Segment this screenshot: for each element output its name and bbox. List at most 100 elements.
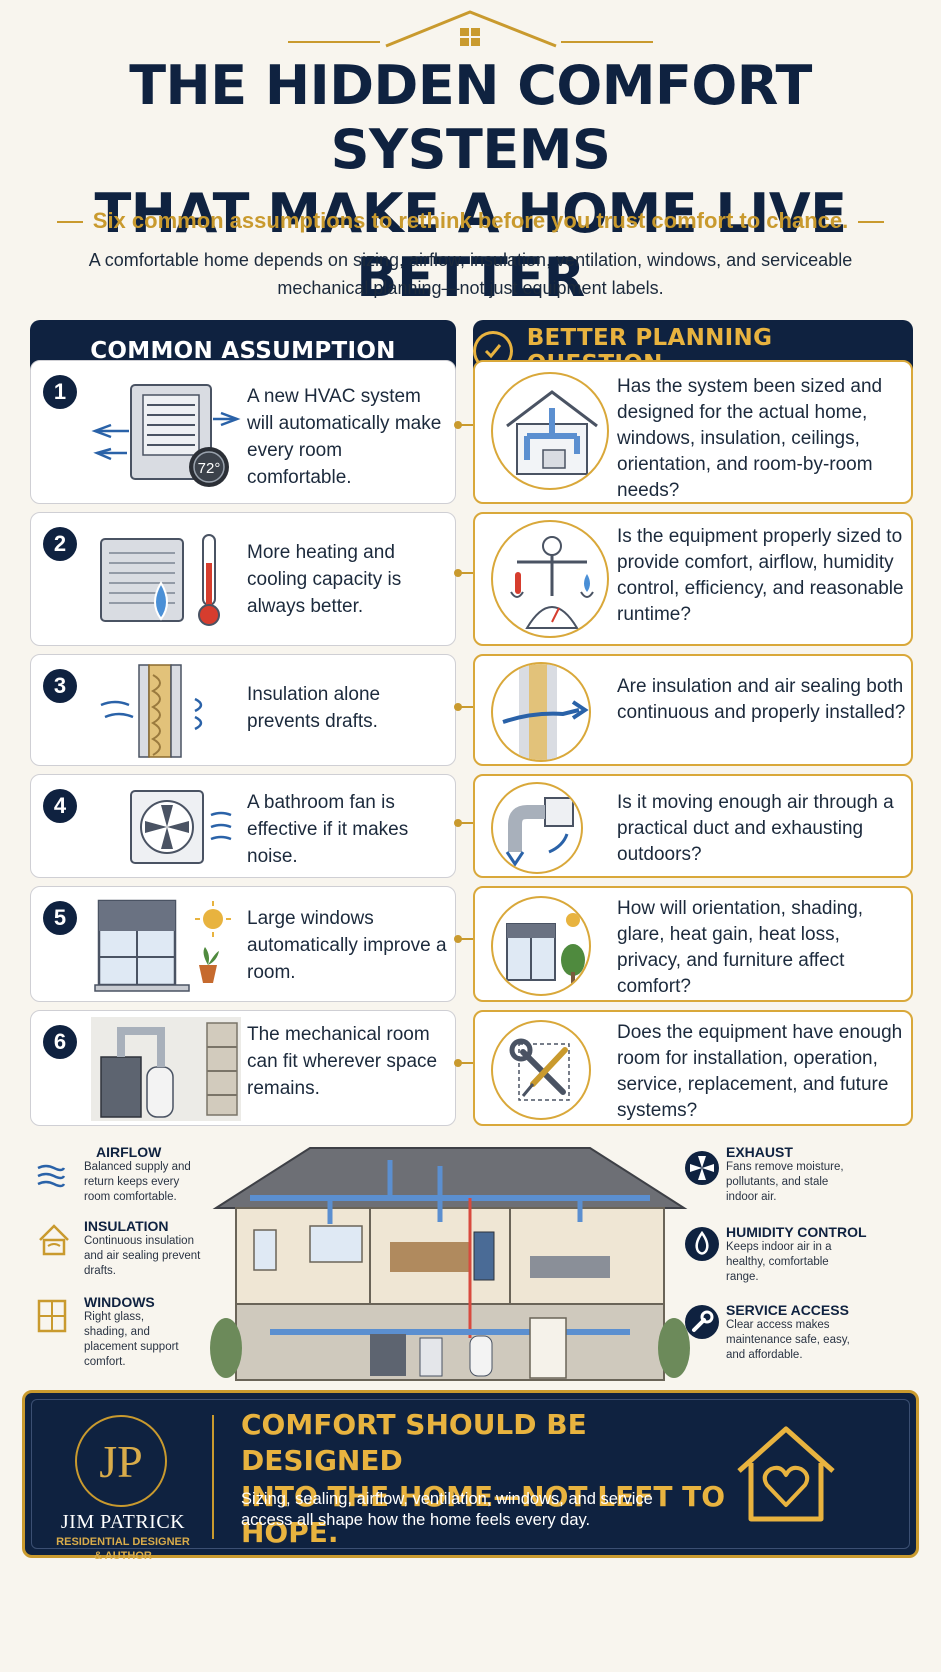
footer-headline-line-1: COMFORT SHOULD BE DESIGNED bbox=[241, 1408, 587, 1477]
air-seal-wall-icon bbox=[502, 664, 589, 760]
exhaust-fan-small-icon bbox=[685, 1151, 719, 1185]
mechanical-room-icon bbox=[91, 1017, 241, 1121]
row-number-6: 6 bbox=[43, 1025, 77, 1059]
assumption-text-6: The mechanical room can fit wherever spa… bbox=[247, 1024, 438, 1099]
question-card-5: How will orientation, shading, glare, he… bbox=[473, 886, 913, 1002]
diagram-airflow: AIRFLOW Balanced supply and return keeps… bbox=[36, 1144, 206, 1205]
thermostat-readout: 72° bbox=[198, 460, 221, 477]
diagram-insulation-label: INSULATION bbox=[84, 1218, 169, 1234]
question-text-4: Is it moving enough air through a practi… bbox=[617, 792, 894, 865]
diagram-humidity: HUMIDITY CONTROL Keeps indoor air in a h… bbox=[684, 1224, 914, 1285]
assumption-card-3: 3 Insulation alone prevents drafts. bbox=[30, 654, 456, 766]
assumption-text-1: A new HVAC system will automatically mak… bbox=[247, 386, 442, 488]
wrench-screwdriver-icon bbox=[509, 1038, 570, 1101]
question-text-3: Are insulation and air sealing both cont… bbox=[617, 676, 906, 723]
assumption-card-5: 5 Large windows automatically improve a … bbox=[30, 886, 456, 1002]
row-number-4: 4 bbox=[43, 789, 77, 823]
circle-illustration-1 bbox=[491, 372, 609, 490]
intro-text: A comfortable home depends on sizing, ai… bbox=[88, 250, 853, 298]
question-text-1: Has the system been sized and designed f… bbox=[617, 376, 883, 501]
row-number-3: 3 bbox=[43, 669, 77, 703]
insulated-wall-icon bbox=[100, 664, 203, 758]
page-title: THE HIDDEN COMFORT SYSTEMS THAT MAKE A H… bbox=[0, 54, 941, 310]
question-card-2: Is the equipment properly sized to provi… bbox=[473, 512, 913, 646]
diagram-insulation-desc: Continuous insulation and air sealing pr… bbox=[84, 1235, 201, 1277]
assumption-card-6: 6 The mechanical room can fit wherever s… bbox=[30, 1010, 456, 1126]
assumption-card-1: 1 72° A new HVAC system will automatical… bbox=[30, 360, 456, 504]
ac-condenser-icon bbox=[100, 534, 220, 626]
column-heading-assumption-text: COMMON ASSUMPTION bbox=[90, 338, 396, 364]
assumption-text-3: Insulation alone prevents drafts. bbox=[247, 684, 381, 732]
diagram-exhaust: EXHAUST Fans remove moisture, pollutants… bbox=[684, 1144, 914, 1205]
row-number-2: 2 bbox=[43, 527, 77, 561]
circle-illustration-2 bbox=[491, 520, 609, 638]
house-cutaway-illustration bbox=[210, 1147, 690, 1381]
exhaust-fan-icon bbox=[130, 790, 232, 864]
subtitle-text: Six common assumptions to rethink before… bbox=[92, 208, 849, 233]
diagram-windows: WINDOWS Right glass, shading, and placem… bbox=[36, 1294, 206, 1370]
footer-inner-border bbox=[31, 1399, 910, 1549]
duct-elbow-icon bbox=[505, 797, 574, 867]
window-tree-icon bbox=[506, 913, 585, 984]
window-sun-icon bbox=[94, 899, 231, 992]
diagram-humidity-desc: Keeps indoor air in a healthy, comfortab… bbox=[726, 1241, 832, 1283]
diagram-exhaust-desc: Fans remove moisture, pollutants, and st… bbox=[726, 1161, 844, 1203]
question-card-6: Does the equipment have enough room for … bbox=[473, 1010, 913, 1126]
wrench-icon bbox=[685, 1305, 719, 1339]
water-drop-icon bbox=[685, 1227, 719, 1261]
subtitle-dash-right bbox=[858, 221, 885, 224]
row-4: 4 A bathroom fan is effective if it make… bbox=[30, 774, 913, 878]
assumption-text-2: More heating and cooling capacity is alw… bbox=[247, 542, 402, 617]
assumption-card-2: 2 More heating and cooling capacity is a… bbox=[30, 512, 456, 646]
author-role-line-1: RESIDENTIAL DESIGNER bbox=[56, 1536, 190, 1548]
diagram-windows-label: WINDOWS bbox=[84, 1294, 155, 1310]
circle-illustration-6 bbox=[491, 1020, 591, 1120]
title-line-1: THE HIDDEN COMFORT SYSTEMS bbox=[129, 54, 812, 181]
diagram-exhaust-label: EXHAUST bbox=[726, 1144, 793, 1160]
question-card-4: Is it moving enough air through a practi… bbox=[473, 774, 913, 878]
row-6: 6 The mechanical room can fit wherever s… bbox=[30, 1010, 913, 1126]
hvac-unit-icon: 72° bbox=[91, 384, 241, 487]
title-line-2: THAT MAKE A HOME LIVE BETTER bbox=[94, 182, 847, 309]
subtitle: Six common assumptions to rethink before… bbox=[0, 208, 941, 234]
question-text-2: Is the equipment properly sized to provi… bbox=[617, 526, 904, 625]
diagram-windows-desc: Right glass, shading, and placement supp… bbox=[84, 1311, 179, 1368]
windows-icon bbox=[37, 1299, 67, 1333]
assumption-card-4: 4 A bathroom fan is effective if it make… bbox=[30, 774, 456, 878]
subtitle-dash-left bbox=[56, 221, 83, 224]
author-role: RESIDENTIAL DESIGNER & AUTHOR bbox=[41, 1535, 205, 1563]
author-name: JIM PATRICK bbox=[60, 1511, 186, 1533]
question-card-3: Are insulation and air sealing both cont… bbox=[473, 654, 913, 766]
diagram-airflow-label: AIRFLOW bbox=[96, 1144, 162, 1160]
assumption-text-5: Large windows automatically improve a ro… bbox=[247, 908, 447, 983]
row-5: 5 Large windows automatically improve a … bbox=[30, 886, 913, 1002]
diagram-airflow-desc: Balanced supply and return keeps every r… bbox=[84, 1161, 191, 1203]
balance-scale-icon bbox=[510, 536, 594, 629]
question-text-6: Does the equipment have enough room for … bbox=[617, 1022, 903, 1121]
footer-divider bbox=[212, 1415, 214, 1539]
row-2: 2 More heating and cooling capacity is a… bbox=[30, 512, 913, 646]
footer-banner: JP JIM PATRICK RESIDENTIAL DESIGNER & AU… bbox=[22, 1390, 919, 1562]
diagram-humidity-label: HUMIDITY CONTROL bbox=[726, 1224, 867, 1240]
assumption-text-4: A bathroom fan is effective if it makes … bbox=[247, 792, 409, 867]
row-3: 3 Insulation alone prevents drafts. Are … bbox=[30, 654, 913, 766]
author-role-line-2: & AUTHOR bbox=[94, 1550, 152, 1562]
footer-body-text: Sizing, sealing, airflow, ventilation, w… bbox=[241, 1490, 653, 1529]
question-text-5: How will orientation, shading, glare, he… bbox=[617, 898, 864, 997]
diagram-service-label: SERVICE ACCESS bbox=[726, 1302, 849, 1318]
circle-illustration-3 bbox=[491, 662, 591, 762]
row-1: 1 72° A new HVAC system will automatical… bbox=[30, 360, 913, 504]
diagram-insulation: INSULATION Continuous insulation and air… bbox=[36, 1218, 206, 1279]
header-house-icon bbox=[288, 10, 653, 48]
circle-illustration-4 bbox=[491, 782, 583, 874]
row-number-5: 5 bbox=[43, 901, 77, 935]
author-monogram-logo: JP bbox=[75, 1415, 167, 1507]
diagram-service-desc: Clear access makes maintenance safe, eas… bbox=[726, 1319, 850, 1361]
house-heart-icon bbox=[737, 1426, 835, 1522]
footer-headline: COMFORT SHOULD BE DESIGNED INTO THE HOME… bbox=[241, 1407, 741, 1551]
row-number-1: 1 bbox=[43, 375, 77, 409]
footer-headline-line-2: INTO THE HOME—NOT LEFT TO HOPE. bbox=[241, 1480, 726, 1549]
airflow-icon bbox=[37, 1164, 66, 1188]
question-card-1: Has the system been sized and designed f… bbox=[473, 360, 913, 504]
diagram-service: SERVICE ACCESS Clear access makes mainte… bbox=[684, 1302, 914, 1363]
